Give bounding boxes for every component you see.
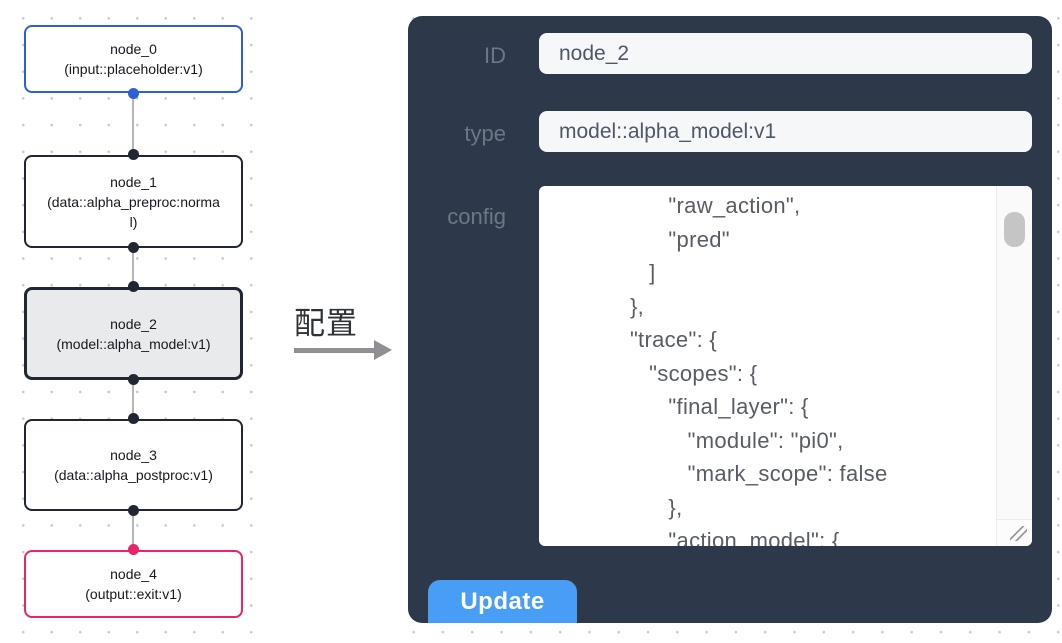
- node-title: node_1: [110, 173, 157, 190]
- handle-node0-source[interactable]: [128, 88, 139, 99]
- type-input[interactable]: [539, 111, 1032, 152]
- update-button[interactable]: Update: [428, 580, 577, 623]
- right-arrow-icon: [294, 340, 394, 360]
- arrow-shaft: [294, 348, 376, 353]
- edge-node3-node4: [132, 511, 134, 550]
- node-title: node_4: [110, 566, 157, 582]
- node-subtitle: (data::alpha_postproc:v1): [54, 467, 213, 483]
- handle-node3-source[interactable]: [128, 505, 139, 516]
- id-label: ID: [484, 43, 506, 68]
- handle-node3-target[interactable]: [128, 413, 139, 424]
- handle-node2-source[interactable]: [128, 374, 139, 385]
- node-title: node_0: [110, 41, 157, 57]
- flow-node-node_4[interactable]: node_4 (output::exit:v1): [24, 550, 243, 618]
- handle-node4-target[interactable]: [128, 544, 139, 555]
- handle-node1-source[interactable]: [128, 242, 139, 253]
- scrollbar-thumb[interactable]: [1004, 212, 1025, 247]
- id-input[interactable]: [539, 33, 1032, 74]
- config-json-content: "raw_action", "pred" ] }, "trace": { "sc…: [629, 193, 888, 546]
- node-subtitle: (input::placeholder:v1): [64, 61, 203, 77]
- edge-node1-node2: [132, 248, 134, 287]
- scrollbar-track[interactable]: [996, 186, 1032, 519]
- arrow-head: [374, 340, 392, 360]
- handle-node2-target[interactable]: [128, 281, 139, 292]
- node-subtitle: (model::alpha_model:v1): [56, 335, 211, 352]
- resize-handle-icon[interactable]: [1010, 526, 1027, 541]
- edge-node0-node1: [132, 93, 134, 155]
- flow-node-node_3[interactable]: node_3 (data::alpha_postproc:v1): [24, 419, 243, 511]
- node-config-panel: ID type config "raw_action", "pred" ] },…: [408, 16, 1052, 623]
- flow-node-node_2-selected[interactable]: node_2 (model::alpha_model:v1): [24, 287, 243, 380]
- edge-node2-node3: [132, 380, 134, 419]
- node-subtitle: (data::alpha_preproc:normal): [47, 193, 220, 230]
- configure-label: 配置: [294, 306, 358, 341]
- config-label: config: [447, 204, 506, 229]
- handle-node1-target[interactable]: [128, 149, 139, 160]
- node-title: node_3: [110, 447, 157, 463]
- type-label: type: [464, 121, 506, 146]
- flow-node-node_1[interactable]: node_1 (data::alpha_preproc:normal): [24, 155, 243, 248]
- node-subtitle: (output::exit:v1): [85, 586, 182, 602]
- flow-node-node_0[interactable]: node_0 (input::placeholder:v1): [24, 25, 243, 93]
- config-textarea[interactable]: "raw_action", "pred" ] }, "trace": { "sc…: [539, 186, 1032, 546]
- node-title: node_2: [110, 315, 157, 332]
